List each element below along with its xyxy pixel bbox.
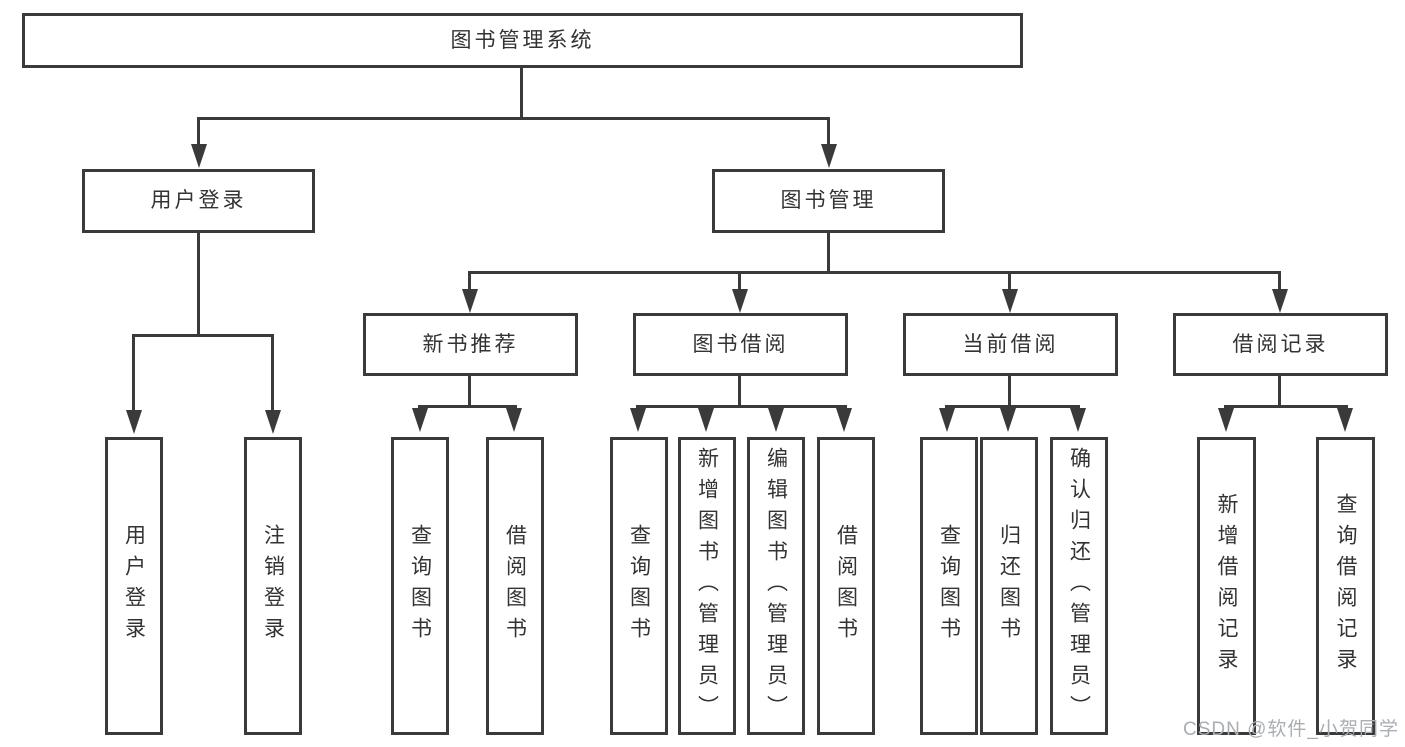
leaf-borrow-books-recommend: 借阅图书 — [486, 437, 544, 735]
leaf-label: 归还图书 — [997, 524, 1021, 648]
connector-section-drop — [738, 271, 741, 291]
connector-section-drop — [1278, 271, 1281, 291]
node-current-borrowing-label: 当前借阅 — [962, 332, 1059, 356]
connector-group-rail — [1224, 405, 1348, 408]
connector-section-stem — [738, 375, 741, 407]
arrow-down-icon — [265, 410, 281, 434]
node-new-book-recommend-label: 新书推荐 — [422, 332, 519, 356]
leaf-label: 新增图书（管理员） — [695, 446, 719, 726]
leaf-query-books-current: 查询图书 — [920, 437, 978, 735]
connector-root-stem — [520, 68, 523, 118]
leaf-query-books-recommend: 查询图书 — [391, 437, 449, 735]
node-user-login-group: 用户登录 — [82, 169, 315, 233]
arrow-down-icon — [1337, 408, 1353, 432]
arrow-down-icon — [836, 408, 852, 432]
connector-section-stem — [1278, 375, 1281, 407]
connector-section-stem — [468, 375, 471, 407]
leaf-label: 新增借阅记录 — [1215, 493, 1238, 679]
connector-group-rail — [945, 405, 1080, 408]
connector-section-drop — [1008, 271, 1011, 291]
connector-group-rail — [636, 405, 847, 408]
node-new-book-recommend: 新书推荐 — [363, 313, 578, 376]
leaf-label: 查询图书 — [937, 524, 961, 648]
node-book-borrowing: 图书借阅 — [633, 313, 848, 376]
leaf-add-borrow-record: 新增借阅记录 — [1197, 437, 1256, 735]
arrow-down-icon — [1000, 408, 1016, 432]
arrow-down-icon — [768, 408, 784, 432]
leaf-label: 借阅图书 — [834, 524, 858, 648]
arrow-down-icon — [732, 289, 748, 313]
connector-user-child-drop — [132, 334, 135, 412]
node-user-login-group-label: 用户登录 — [150, 189, 247, 213]
connector-book-mgmt-stem — [827, 232, 830, 273]
leaf-label: 查询图书 — [627, 524, 651, 648]
arrow-down-icon — [1070, 408, 1086, 432]
leaf-label: 注销登录 — [261, 524, 285, 648]
arrow-down-icon — [462, 289, 478, 313]
node-root: 图书管理系统 — [22, 13, 1023, 68]
leaf-confirm-return-admin: 确认归还（管理员） — [1050, 437, 1108, 735]
node-root-label: 图书管理系统 — [450, 28, 595, 52]
leaf-logout: 注销登录 — [244, 437, 302, 735]
connector-level2-rail — [468, 271, 1281, 274]
arrow-down-icon — [1272, 289, 1288, 313]
node-book-borrowing-label: 图书借阅 — [692, 332, 789, 356]
arrow-down-icon — [191, 144, 207, 168]
leaf-edit-books-admin: 编辑图书（管理员） — [747, 437, 805, 735]
node-book-management-label: 图书管理 — [780, 189, 877, 213]
connector-book-mgmt-drop — [827, 117, 830, 147]
arrow-down-icon — [821, 144, 837, 168]
csdn-watermark: CSDN @软件_小贺同学 — [1183, 719, 1399, 740]
arrow-down-icon — [1218, 408, 1234, 432]
arrow-down-icon — [939, 408, 955, 432]
leaf-label: 查询借阅记录 — [1334, 493, 1357, 679]
leaf-return-books: 归还图书 — [980, 437, 1038, 735]
leaf-label: 借阅图书 — [503, 524, 527, 648]
leaf-user-login: 用户登录 — [105, 437, 163, 735]
leaf-label: 编辑图书（管理员） — [764, 446, 788, 726]
node-current-borrowing: 当前借阅 — [903, 313, 1118, 376]
arrow-down-icon — [698, 408, 714, 432]
connector-user-group-rail — [132, 334, 274, 337]
node-book-management: 图书管理 — [712, 169, 945, 233]
leaf-query-borrow-record: 查询借阅记录 — [1316, 437, 1375, 735]
arrow-down-icon — [630, 408, 646, 432]
node-borrowing-records: 借阅记录 — [1173, 313, 1388, 376]
arrow-down-icon — [126, 410, 142, 434]
arrow-down-icon — [412, 408, 428, 432]
arrow-down-icon — [506, 408, 522, 432]
leaf-query-books-borrowing: 查询图书 — [610, 437, 668, 735]
leaf-label: 查询图书 — [408, 524, 432, 648]
leaf-borrow-books-borrowing: 借阅图书 — [817, 437, 875, 735]
leaf-label: 确认归还（管理员） — [1067, 446, 1091, 726]
leaf-add-books-admin: 新增图书（管理员） — [678, 437, 736, 735]
connector-group-rail — [418, 405, 517, 408]
connector-level1-rail — [197, 117, 830, 120]
connector-section-stem — [1008, 375, 1011, 407]
node-borrowing-records-label: 借阅记录 — [1232, 332, 1329, 356]
connector-user-login-drop — [197, 117, 200, 147]
connector-user-group-stem — [197, 232, 200, 336]
connector-user-child-drop — [271, 334, 274, 412]
connector-section-drop — [468, 271, 471, 291]
leaf-label: 用户登录 — [122, 524, 146, 648]
arrow-down-icon — [1002, 289, 1018, 313]
